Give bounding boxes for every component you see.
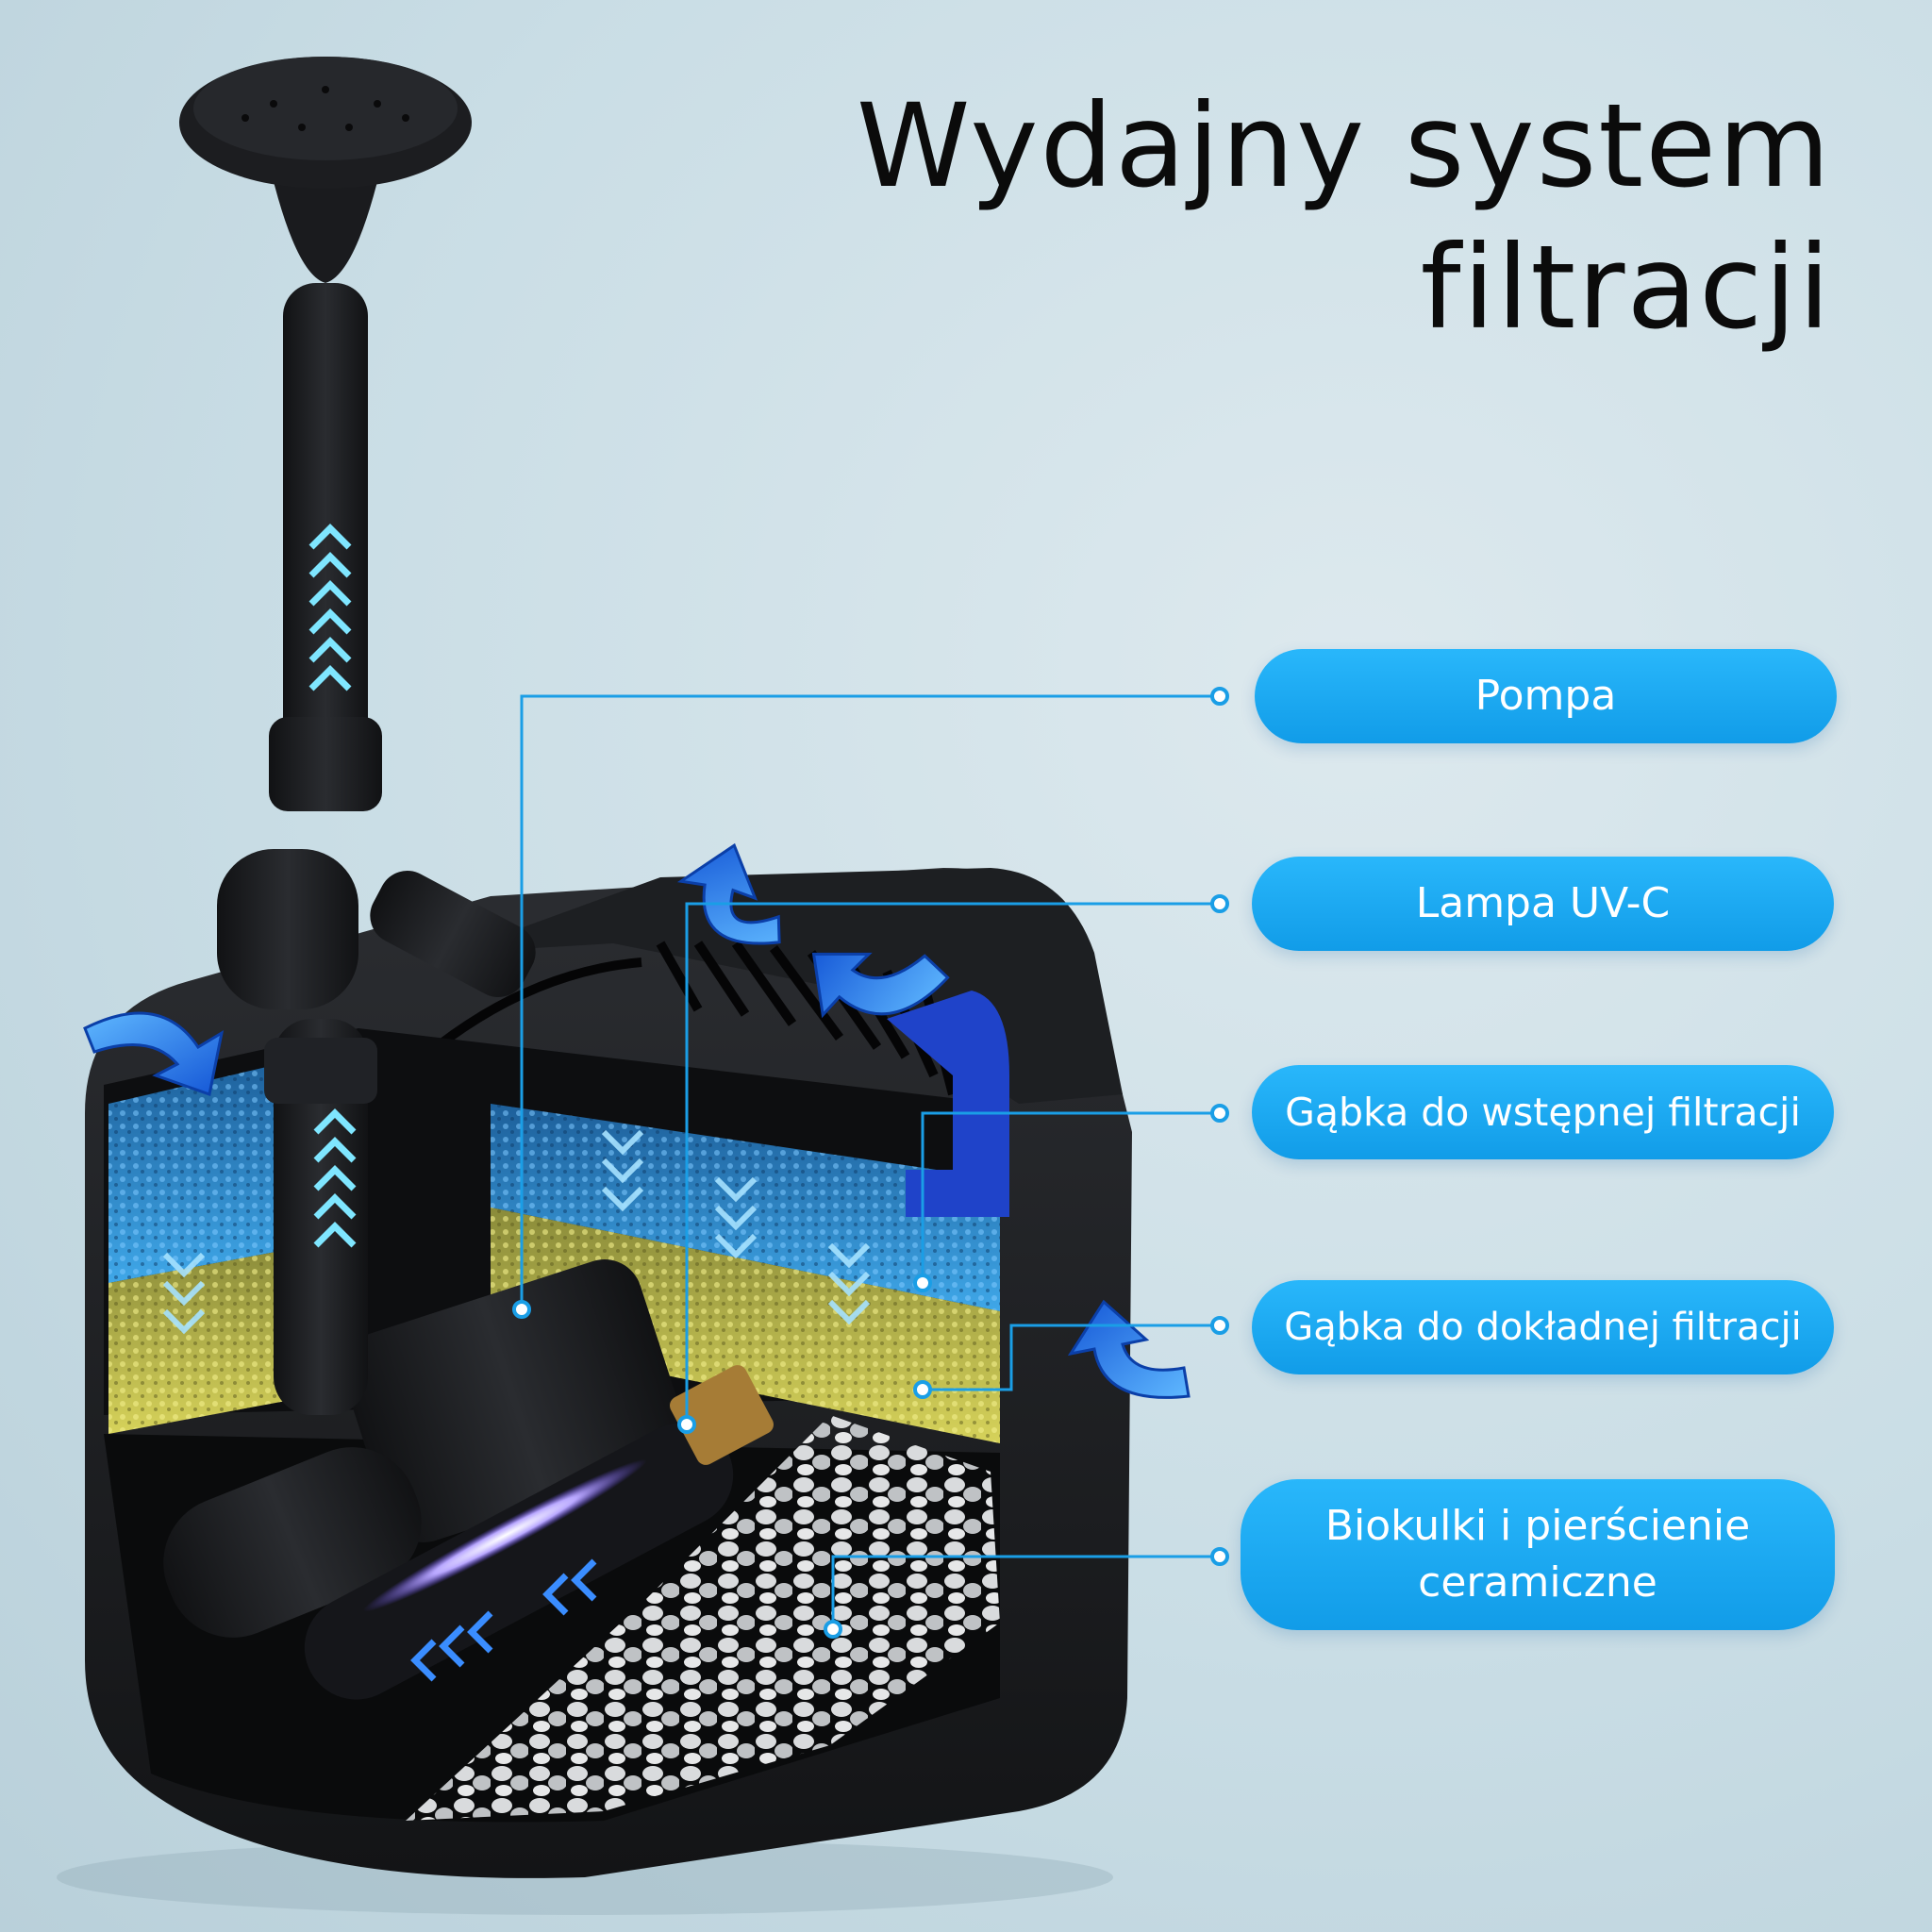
- label-fine-filter-sponge-text: Gąbka do dokładnej filtracji: [1284, 1306, 1802, 1349]
- callout-dots: [512, 687, 1229, 1639]
- chevron-flow-icon: [308, 524, 357, 1248]
- page-title: Wydajny system filtracji: [700, 75, 1832, 358]
- label-bio-media: Biokulki i pierścienie ceramiczne: [1241, 1479, 1835, 1630]
- label-pre-filter-sponge: Gąbka do wstępnej filtracji: [1252, 1065, 1834, 1159]
- callout-lines: [520, 694, 1220, 1629]
- label-bio-media-line-1: Biokulki i pierścienie: [1324, 1502, 1751, 1550]
- label-pre-filter-sponge-text: Gąbka do wstępnej filtracji: [1285, 1090, 1801, 1135]
- chevron-flow-icon: [162, 1129, 871, 1335]
- nozzle-holes: [242, 86, 409, 131]
- chevron-flow-icon: [410, 1558, 597, 1682]
- label-fine-filter-sponge: Gąbka do dokładnej filtracji: [1252, 1280, 1834, 1374]
- label-pump: Pompa: [1255, 649, 1837, 743]
- label-uv-lamp: Lampa UV-C: [1252, 857, 1834, 951]
- title-line-2: filtracji: [1420, 221, 1832, 355]
- title-line-1: Wydajny system: [856, 79, 1832, 213]
- label-uv-lamp-text: Lampa UV-C: [1415, 879, 1671, 927]
- label-pump-text: Pompa: [1474, 672, 1617, 720]
- label-bio-media-line-2: ceramiczne: [1418, 1558, 1657, 1607]
